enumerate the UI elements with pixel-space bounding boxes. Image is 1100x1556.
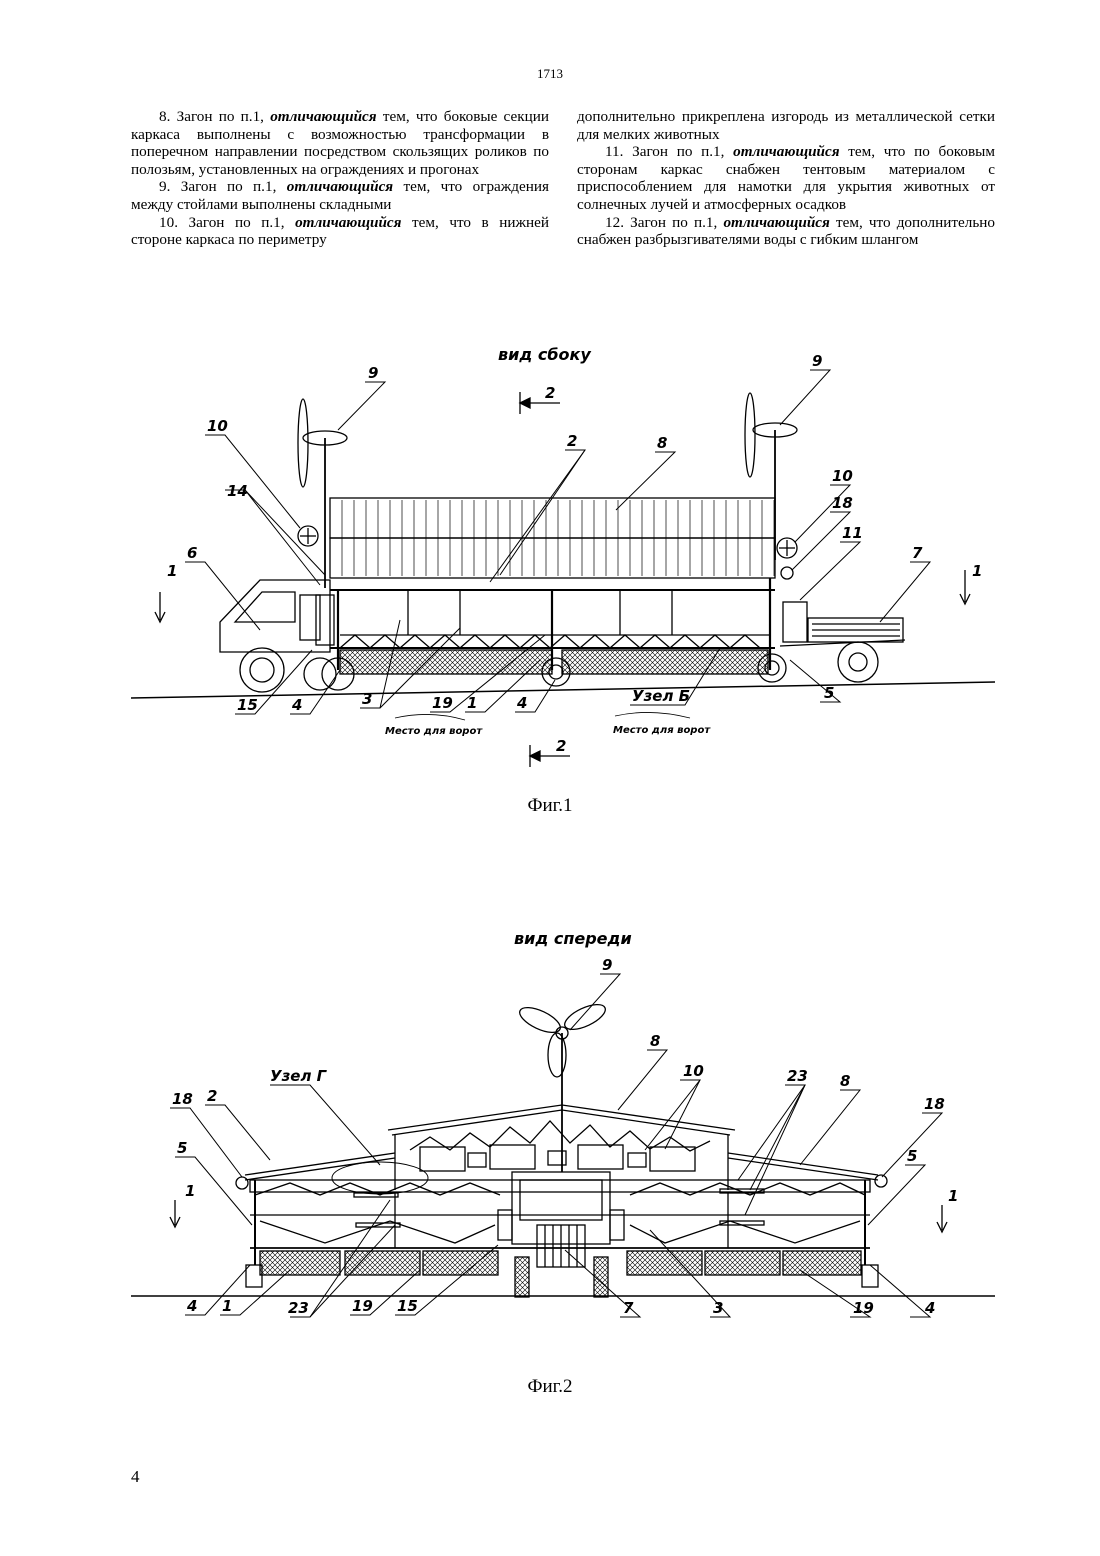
- svg-text:Место для ворот: Место для ворот: [385, 726, 483, 737]
- fig1-view-title: вид сбоку: [498, 345, 591, 364]
- svg-text:10: 10: [207, 417, 228, 435]
- svg-text:23: 23: [288, 1299, 309, 1317]
- fig2-view-arrows: [170, 1200, 947, 1232]
- claim-11: 11. Загон по п.1, отличающийся тем, что …: [577, 143, 995, 213]
- svg-text:2: 2: [556, 737, 566, 755]
- svg-text:1: 1: [185, 1182, 195, 1200]
- svg-text:4: 4: [516, 694, 527, 712]
- svg-text:5: 5: [824, 684, 834, 702]
- svg-text:9: 9: [602, 956, 612, 974]
- svg-text:19: 19: [853, 1299, 874, 1317]
- right-text-column: дополнительно прикреплена изгородь из ме…: [577, 108, 995, 249]
- svg-text:10: 10: [832, 467, 853, 485]
- svg-text:9: 9: [368, 364, 378, 382]
- claim-10-continued: дополнительно прикреплена изгородь из ме…: [577, 108, 995, 143]
- svg-text:1: 1: [948, 1187, 958, 1205]
- svg-text:19: 19: [432, 694, 453, 712]
- roof-fans: [420, 1145, 695, 1171]
- left-text-column: 8. Загон по п.1, отличающийся тем, что б…: [131, 108, 549, 249]
- figure-2-front-view: вид спереди: [0, 925, 1100, 1355]
- truck-front: [498, 1172, 624, 1297]
- svg-text:10: 10: [683, 1062, 704, 1080]
- svg-text:6: 6: [187, 544, 197, 562]
- claim-12: 12. Загон по п.1, отличающийся тем, что …: [577, 214, 995, 249]
- fig1-leader-lines: [185, 370, 930, 714]
- figure-1-caption: Фиг.1: [0, 795, 1100, 817]
- fig1-gate-labels: Место для ворот Место для ворот: [385, 725, 711, 737]
- svg-text:7: 7: [912, 544, 923, 562]
- svg-text:4: 4: [924, 1299, 935, 1317]
- svg-text:8: 8: [650, 1032, 660, 1050]
- svg-text:18: 18: [172, 1090, 193, 1108]
- svg-text:2: 2: [207, 1087, 217, 1105]
- claim-9: 9. Загон по п.1, отличающийся тем, что о…: [131, 178, 549, 213]
- page-number: 1713: [0, 66, 1100, 82]
- wind-turbine-front: [516, 1000, 608, 1172]
- fig2-view-title: вид спереди: [514, 929, 632, 948]
- wind-turbine-right: [745, 393, 797, 579]
- svg-text:1: 1: [972, 562, 982, 580]
- svg-text:Узел Г: Узел Г: [270, 1067, 328, 1085]
- pen-frame: [316, 498, 786, 686]
- claim-8: 8. Загон по п.1, отличающийся тем, что б…: [131, 108, 549, 178]
- svg-text:Узел Б: Узел Б: [632, 687, 690, 705]
- svg-text:19: 19: [352, 1297, 373, 1315]
- svg-text:5: 5: [907, 1147, 917, 1165]
- svg-text:15: 15: [397, 1297, 418, 1315]
- svg-text:5: 5: [177, 1139, 187, 1157]
- svg-text:1: 1: [167, 562, 177, 580]
- svg-text:14: 14: [227, 482, 248, 500]
- svg-text:11: 11: [842, 524, 863, 542]
- svg-text:2: 2: [545, 384, 555, 402]
- svg-text:3: 3: [713, 1299, 723, 1317]
- figure-1-side-view: вид сбоку 2 2: [0, 330, 1100, 770]
- svg-text:3: 3: [362, 690, 372, 708]
- section-arrow-bottom: 2: [530, 737, 570, 767]
- svg-text:18: 18: [924, 1095, 945, 1113]
- svg-text:8: 8: [840, 1072, 850, 1090]
- footer-page-number: 4: [131, 1467, 140, 1487]
- svg-text:1: 1: [222, 1297, 232, 1315]
- svg-text:Место для ворот: Место для ворот: [613, 725, 711, 736]
- svg-text:1: 1: [467, 694, 477, 712]
- svg-text:9: 9: [812, 352, 822, 370]
- svg-text:2: 2: [567, 432, 577, 450]
- svg-text:18: 18: [832, 494, 853, 512]
- svg-text:4: 4: [186, 1297, 197, 1315]
- svg-text:4: 4: [291, 696, 302, 714]
- section-arrow-top: 2: [520, 384, 560, 414]
- wind-turbine-left: [298, 399, 347, 588]
- figure-2-caption: Фиг.2: [0, 1376, 1100, 1398]
- svg-text:7: 7: [623, 1299, 634, 1317]
- svg-text:15: 15: [237, 696, 258, 714]
- svg-text:8: 8: [657, 434, 667, 452]
- svg-text:23: 23: [787, 1067, 808, 1085]
- claim-10: 10. Загон по п.1, отличающийся тем, что …: [131, 214, 549, 249]
